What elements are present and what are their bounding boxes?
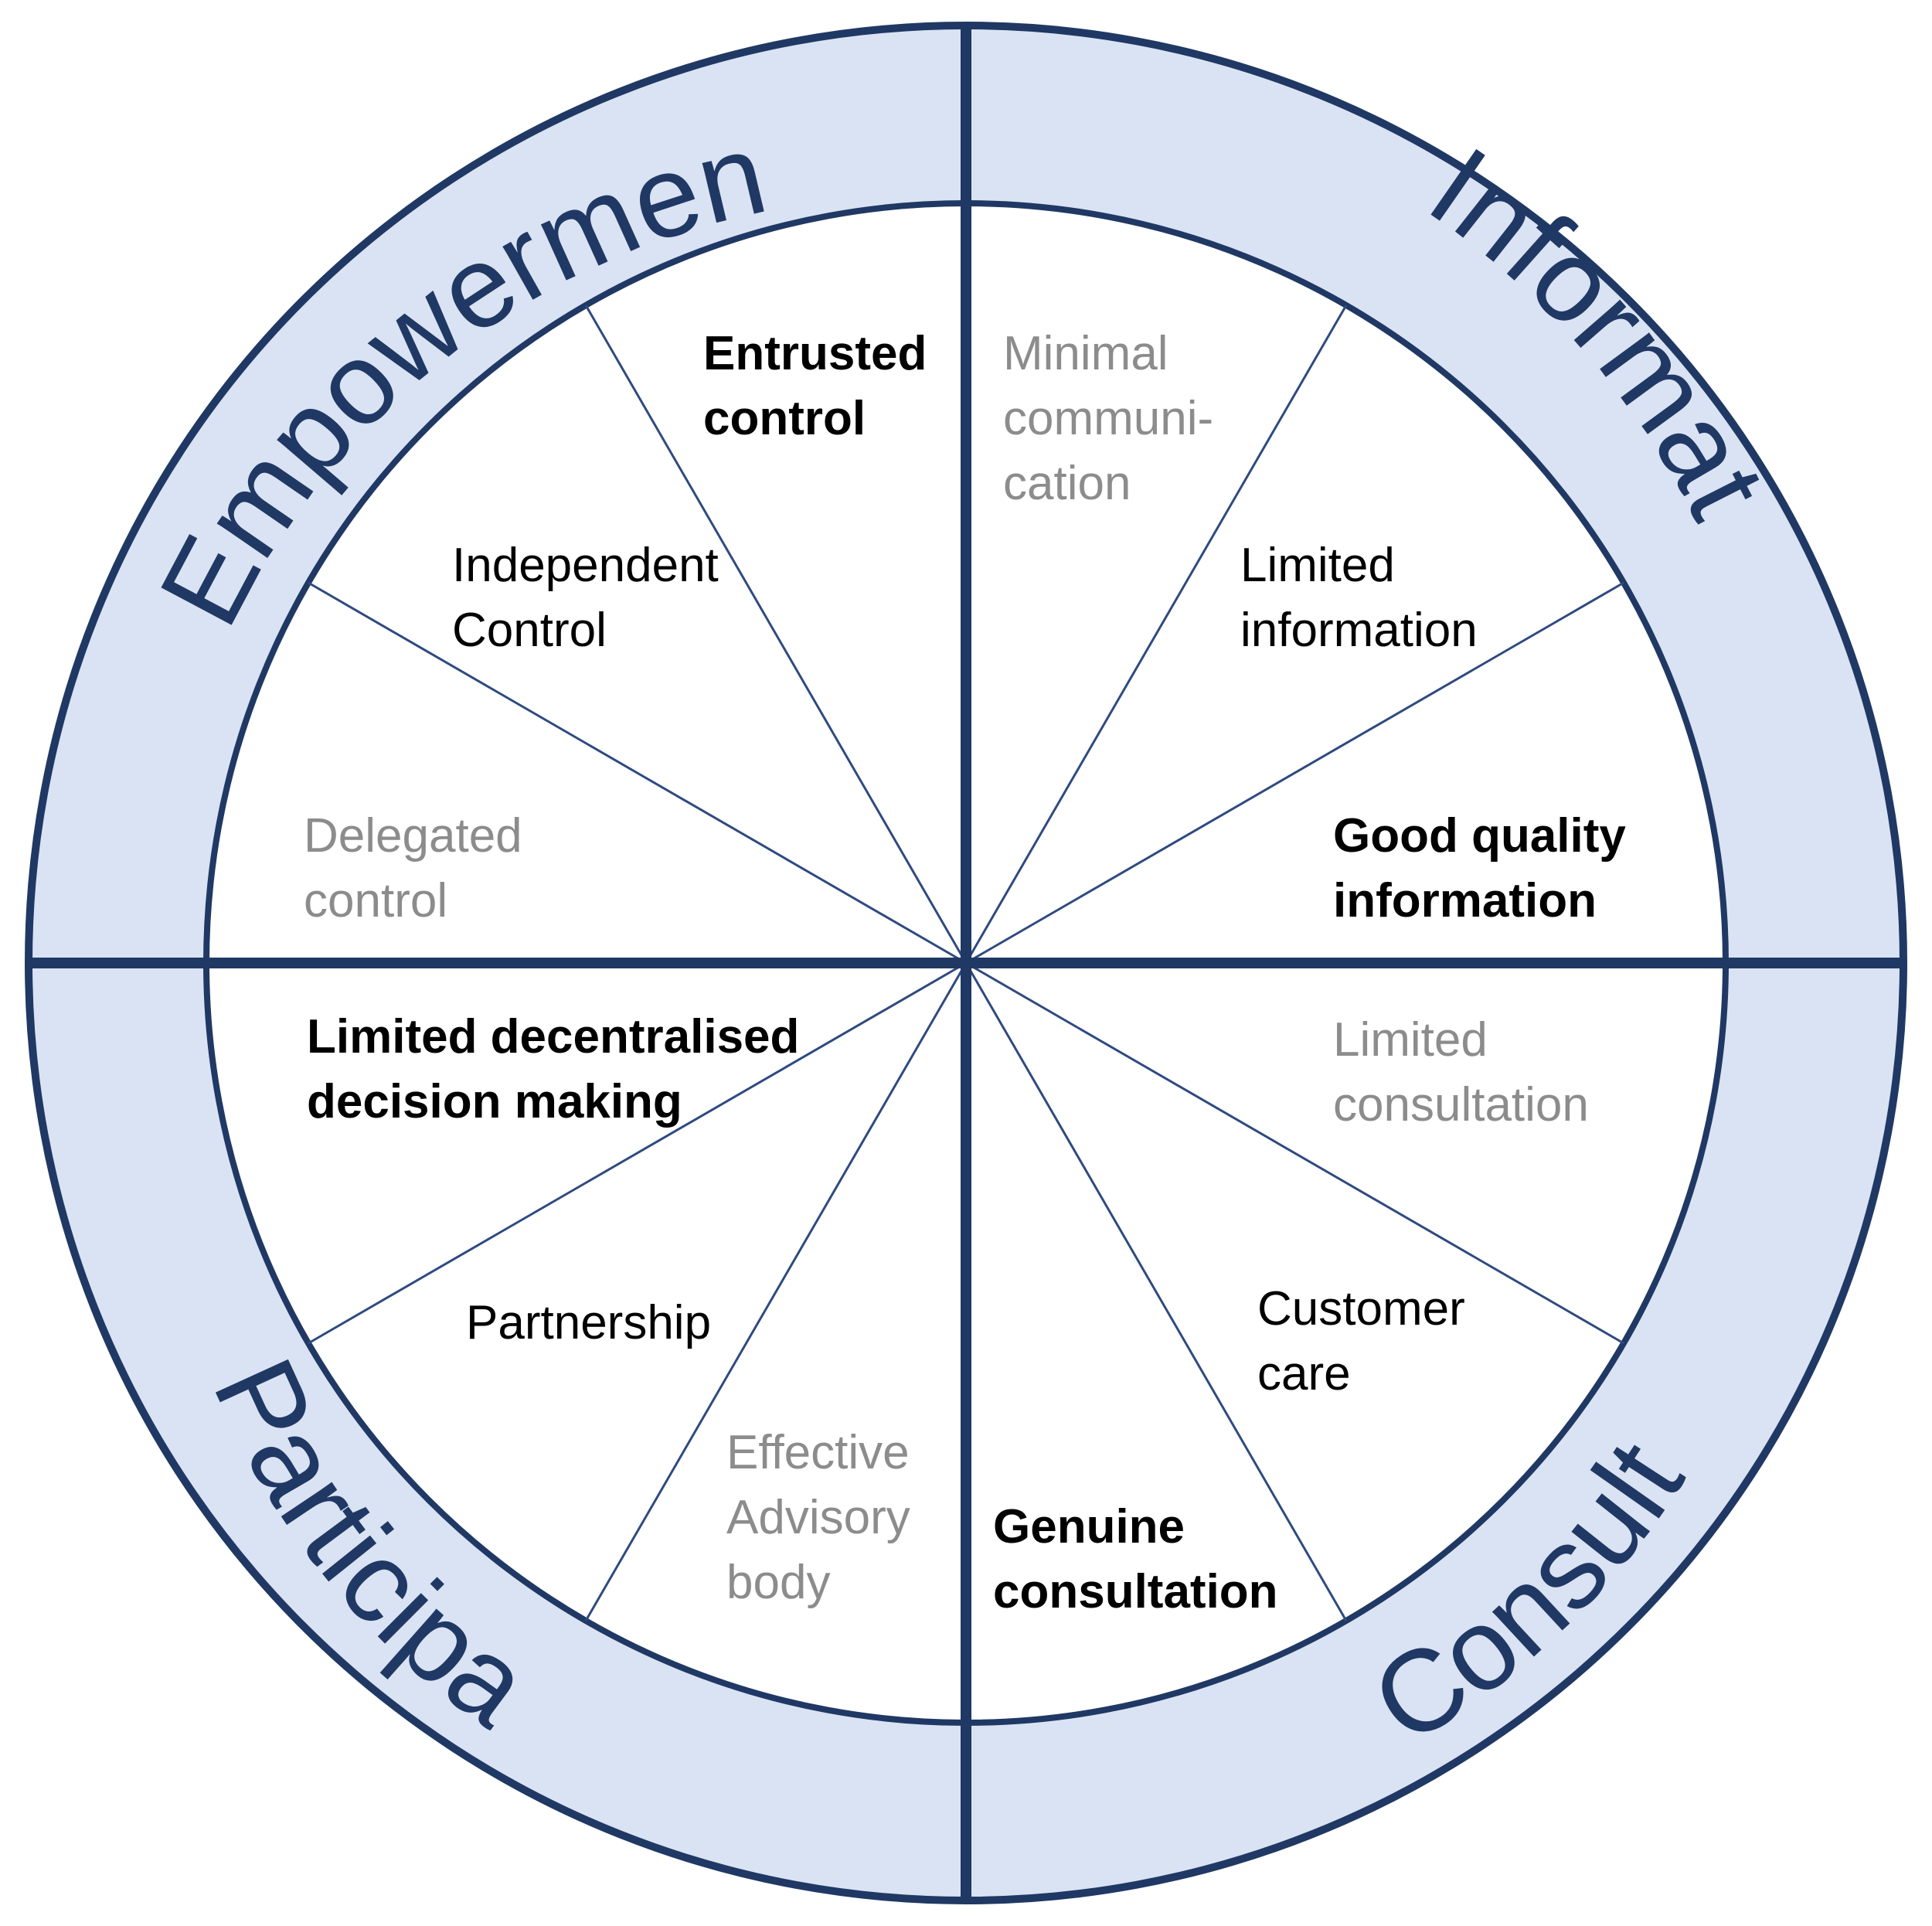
segment-dividers	[308, 305, 1624, 1621]
segment-minimal-communication: Minimal communi- cation	[1003, 327, 1226, 510]
segment-limited-consultation: Limited consultation	[1333, 1013, 1589, 1131]
spoke-6	[308, 961, 967, 1345]
segment-limited-information: Limited information	[1240, 539, 1478, 657]
segment-limited-decentralised-decision-making: Limited decentralised decision making	[307, 1010, 813, 1128]
spoke-5	[584, 962, 968, 1621]
spoke-4	[964, 962, 1348, 1621]
segment-customer-care: Customer care	[1257, 1282, 1478, 1400]
segment-partnership: Partnership	[466, 1296, 711, 1349]
spoke-3	[965, 961, 1624, 1345]
spoke-1	[964, 305, 1348, 964]
spoke-7	[308, 581, 967, 965]
segment-entrusted-control: Entrusted control	[703, 327, 940, 445]
spoke-8	[584, 305, 968, 964]
segment-genuine-consultation: Genuine consultation	[993, 1500, 1278, 1618]
spoke-2	[965, 581, 1624, 965]
segment-good-quality-information: Good quality information	[1333, 809, 1639, 927]
quadrant-dividers	[27, 23, 1905, 1903]
segment-independent-control: Independent Control	[452, 539, 732, 657]
segment-delegated-control: Delegated control	[304, 809, 536, 927]
segment-effective-advisory-body: Effective Advisory body	[726, 1426, 923, 1609]
